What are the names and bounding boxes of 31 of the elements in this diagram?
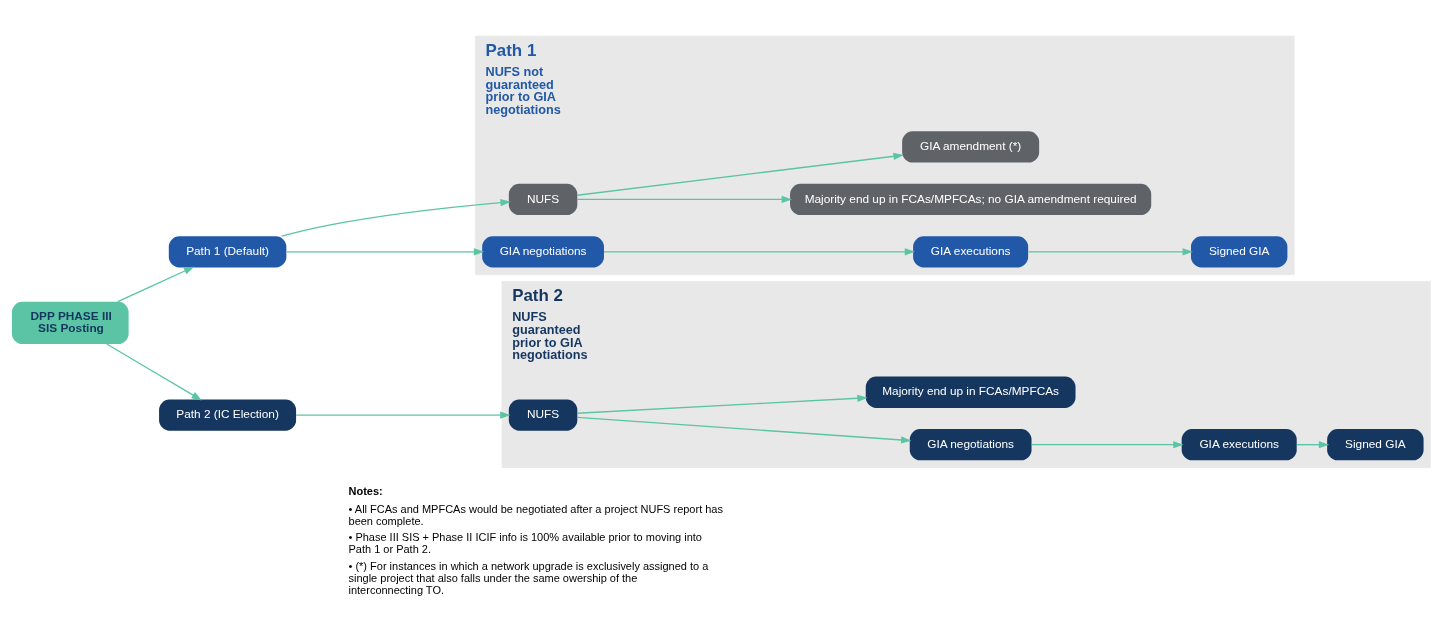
label: • All FCAs and MPFCAs would be negotiated after a project NUFS report has been complete. [348,502,723,527]
arrow [603,248,916,256]
node-box: GIA negotiations [909,429,1032,461]
node-box: NUFS [508,399,578,431]
label: Notes: [348,484,383,497]
node-box: Majority end up in FCAs/MPFCAs [865,376,1076,408]
arrow [1296,441,1330,449]
arrow [576,394,868,414]
arrow [576,195,792,203]
arrow [1027,248,1193,256]
node-box: GIA executions [1181,429,1297,461]
arrow [117,266,195,303]
node-box: NUFS [508,183,578,216]
node-box: Signed GIA [1190,236,1288,268]
arrow [295,411,511,419]
node-box: GIA amendment (*) [902,131,1040,163]
arrow [280,199,511,237]
node-box: GIA executions [913,236,1029,268]
arrow [576,152,904,196]
arrow [576,416,912,444]
label: • (*) For instances in which a network upgrade is exclusively assigned to a single project that also falls under the same owership of the interconnecting TO. [348,560,709,596]
node-box: GIA negotiations [482,236,604,268]
arrow [1031,441,1184,449]
node-box: Majority end up in FCAs/MPFCAs; no GIA amendment required [790,183,1152,216]
arrow [106,343,202,401]
label: • Phase III SIS + Phase II ICIF info is 100% available prior to moving into Path 1 or Path 2. [348,531,702,556]
node-box: Signed GIA [1327,429,1424,461]
node-box: DPP PHASE III SIS Posting [11,301,129,345]
node-box: Path 2 (IC Election) [159,399,297,431]
arrow [286,248,485,256]
node-box: Path 1 (Default) [168,236,287,268]
